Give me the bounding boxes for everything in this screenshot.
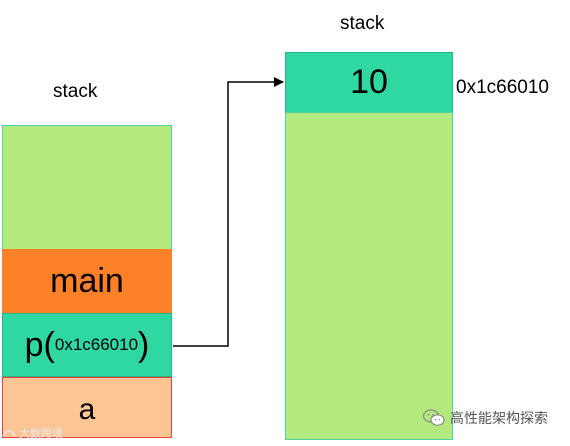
a-frame-label: a	[78, 392, 96, 426]
pointer-suffix: )	[138, 325, 150, 364]
left-stack-title: stack	[53, 81, 98, 102]
main-frame-label: main	[50, 261, 124, 300]
a-frame: a	[2, 377, 172, 438]
pointed-value-cell: 10	[285, 52, 453, 112]
watermark-left-text: 大数跨境	[19, 428, 63, 440]
right-stack-free-space	[285, 112, 453, 440]
pointed-value: 10	[350, 63, 388, 101]
main-frame: main	[2, 249, 172, 313]
left-stack-free-space	[2, 125, 172, 249]
pointer-address: 0x1c66010	[54, 335, 139, 354]
pointer-prefix: p(	[24, 325, 55, 364]
pointer-frame: p(0x1c66010)	[2, 313, 172, 377]
watermark-right: 高性能架构探索	[422, 408, 548, 428]
watermark-left: 大数跨境	[2, 425, 63, 441]
watermark-right-text: 高性能架构探索	[450, 410, 548, 426]
watermark-logo-icon	[2, 426, 16, 441]
address-label: 0x1c66010	[456, 77, 549, 98]
right-stack-title: stack	[340, 13, 385, 34]
wechat-icon	[422, 409, 445, 427]
